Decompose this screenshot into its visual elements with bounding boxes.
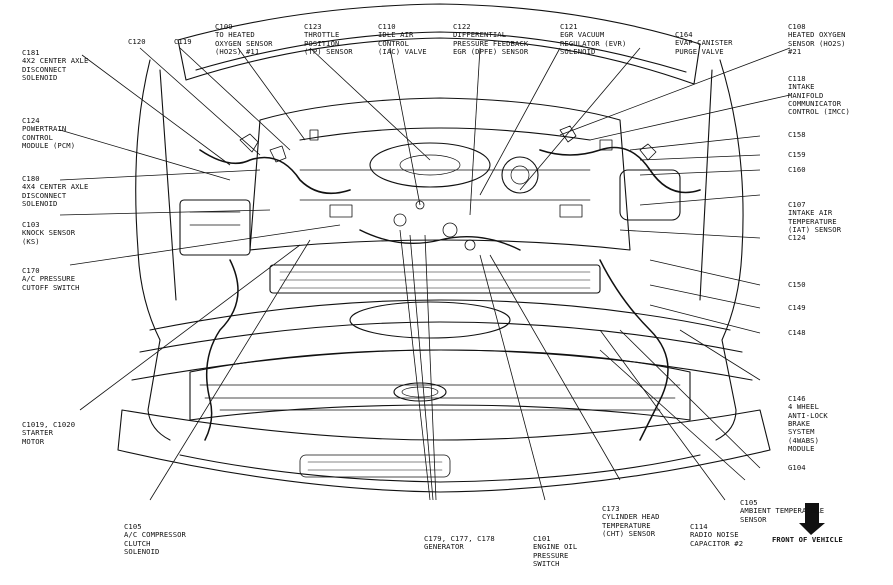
reservoir: [619, 169, 681, 221]
engine-drawing: [59, 3, 825, 535]
left-fender: [135, 59, 171, 441]
intake-manifold: [369, 142, 491, 188]
label-c119: C119: [174, 37, 192, 46]
grille: [189, 349, 691, 421]
label-c149: C149: [788, 303, 806, 312]
label-c159: C159: [788, 150, 806, 159]
label-c160: C160: [788, 165, 806, 174]
throttle-body: [501, 156, 539, 194]
front-of-vehicle-label: FRONT OF VEHICLE: [772, 535, 843, 544]
battery: [179, 199, 251, 256]
right-fender: [715, 59, 744, 441]
label-c120: C120: [128, 37, 146, 46]
front-arrow-icon: [799, 503, 825, 535]
label-c150: C150: [788, 280, 806, 289]
label-c124: C124: [788, 233, 806, 242]
front-bumper: [117, 409, 771, 493]
fan-shroud: [349, 301, 511, 339]
label-c148: C148: [788, 328, 806, 337]
radiator: [269, 264, 601, 294]
label-g104: G104: [788, 463, 806, 472]
ford-oval: [393, 382, 447, 402]
label-c158: C158: [788, 130, 806, 139]
engine-block: [249, 97, 631, 251]
